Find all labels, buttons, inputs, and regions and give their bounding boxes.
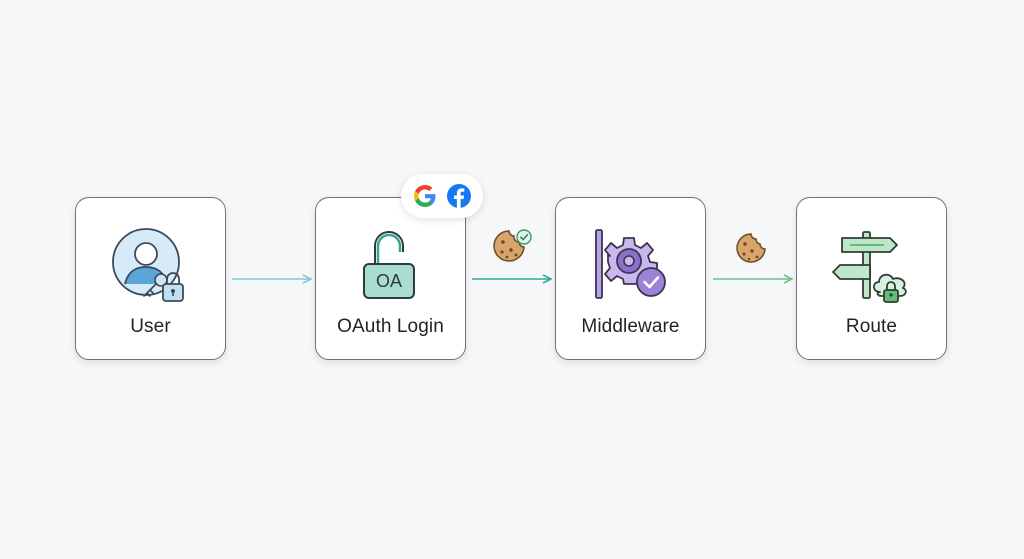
oauth-icon-text: OA (375, 271, 401, 291)
cookie-icon (736, 233, 766, 263)
user-node-label: User (130, 316, 171, 337)
signpost-cloud-lock-icon (831, 231, 907, 303)
middleware-node[interactable]: Middleware (555, 197, 706, 360)
facebook-logo-icon (447, 184, 471, 208)
middleware-node-label: Middleware (581, 316, 680, 337)
user-key-lock-icon (111, 228, 184, 302)
oauth-login-node-label: OAuth Login (337, 316, 444, 337)
providers-badge (401, 174, 483, 218)
google-logo-icon (414, 185, 436, 207)
route-node-label: Route (845, 316, 898, 337)
open-padlock-icon: OA (362, 231, 415, 299)
user-node[interactable]: User (75, 197, 226, 360)
route-node[interactable]: Route (796, 197, 947, 360)
cookie-check-icon (493, 229, 532, 262)
oauth-login-node[interactable]: OA OAuth Login (315, 197, 466, 360)
gear-check-icon (594, 229, 666, 299)
